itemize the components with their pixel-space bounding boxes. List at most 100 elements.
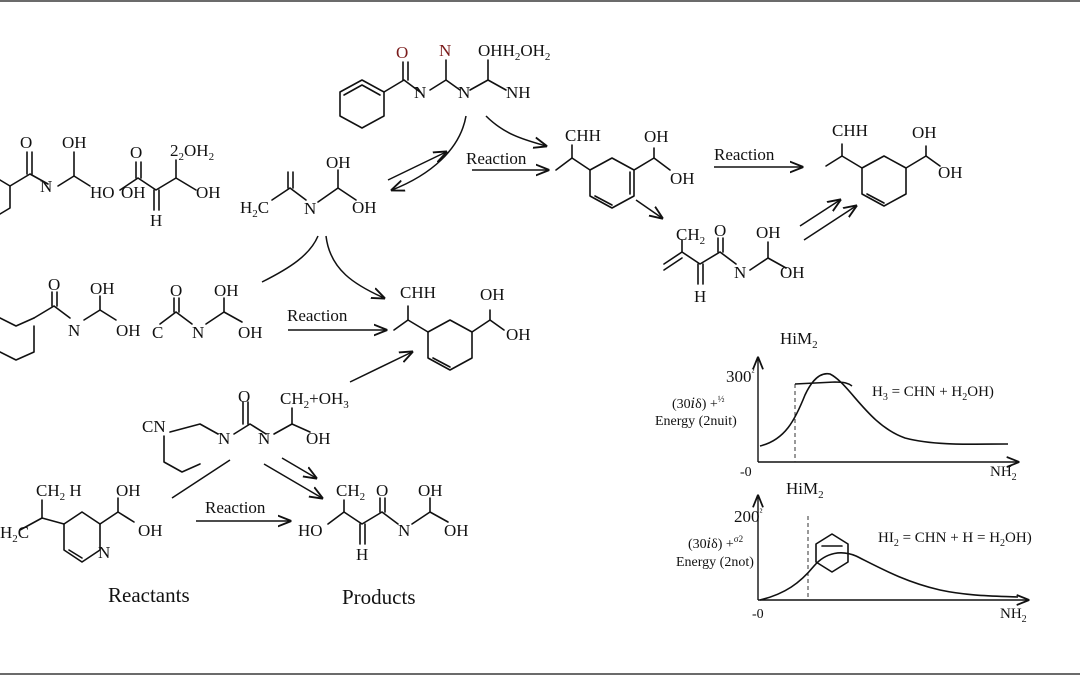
reaction-label: Reaction — [714, 145, 775, 164]
arrow — [392, 115, 467, 190]
products-caption: Products — [342, 585, 416, 609]
energy-plot-1: HiM2 300² (30𝑖δ) +½ Energy (2nuit) -0 NH… — [655, 329, 1018, 483]
atom-label: N — [414, 83, 426, 102]
origin-label: -0 — [752, 607, 764, 622]
atom-label: OH — [506, 325, 531, 344]
atom-label: N — [304, 199, 316, 218]
reaction-label: Reaction — [466, 149, 527, 168]
molecule-right-1b: CHH OH OH — [825, 121, 963, 207]
molecule-row1-left: O N OH HO O OH 22OH2 OH H — [0, 133, 221, 230]
arrow — [263, 463, 322, 498]
equation-label: HI2 = CHN + H = H2OH) — [878, 530, 1032, 549]
atom-label: NH — [506, 83, 531, 102]
arrow — [799, 200, 840, 227]
atom-label: H2C — [240, 198, 269, 220]
atom-label: OH — [90, 279, 115, 298]
atom-label: OH — [670, 169, 695, 188]
molecule-right-1: CHH OH OH — [555, 126, 695, 209]
energy-plot-2: HiM2 200² (30𝑖δ) +σ2 Energy (2not) -0 NH… — [676, 479, 1032, 625]
molecule-center-1: H2C N OH OH — [240, 153, 377, 220]
atom-label: O — [396, 43, 408, 62]
plot-title: HiM2 — [780, 329, 818, 351]
arrow — [485, 115, 546, 146]
atom-label: C — [152, 323, 163, 342]
origin-label: -0 — [740, 465, 752, 480]
atom-label: O — [48, 275, 60, 294]
molecule-center-2: CHH OH OH — [393, 283, 531, 371]
benzene-marker — [815, 533, 849, 573]
top-border — [0, 0, 1080, 2]
atom-label: CN — [142, 417, 166, 436]
equation-label: H3 = CHN + H2OH) — [872, 384, 994, 403]
atom-label: OH — [912, 123, 937, 142]
arrow — [281, 457, 316, 478]
atom-label: OH — [352, 198, 377, 217]
molecule-bottom-center: CH2 O OH HO N OH H — [298, 481, 469, 564]
y-axis-label: Energy (2not) — [676, 555, 754, 570]
molecule-row3: CN N O N CH2+OH3 OH — [142, 387, 349, 473]
y-axis-label: Energy (2nuit) — [655, 414, 737, 429]
atom-label: OH — [121, 183, 146, 202]
x-axis-label: NH2 — [1000, 606, 1027, 625]
arrow — [803, 206, 856, 241]
energy-curve — [759, 372, 1009, 447]
molecule-top-center: O N N N OHH2OH2 NH — [339, 41, 550, 129]
atom-label: N — [458, 83, 470, 102]
atom-label: OH — [238, 323, 263, 342]
y-axis-label: (30𝑖δ) +½ — [672, 394, 725, 412]
atom-label: OH — [780, 263, 805, 282]
atom-label: OH — [480, 285, 505, 304]
arrow — [325, 235, 384, 298]
atom-label: CHH — [832, 121, 868, 140]
arrow — [635, 199, 662, 218]
molecule-row2-left: O OH N OH O OH C N OH — [0, 275, 263, 361]
arrow — [261, 235, 319, 283]
arrow — [349, 352, 412, 383]
energy-curve — [759, 552, 1019, 601]
atom-label: OHH2OH2 — [478, 41, 550, 63]
atom-label: CH2 H — [36, 481, 82, 503]
atom-label: OH — [196, 183, 221, 202]
atom-label: OH — [306, 429, 331, 448]
arrow — [387, 152, 446, 181]
atom-label: N — [40, 177, 52, 196]
atom-label: HO — [90, 183, 115, 202]
atom-label: OH — [326, 153, 351, 172]
atom-label: OH — [116, 481, 141, 500]
atom-label: H — [694, 287, 706, 306]
reactants-caption: Reactants — [108, 583, 190, 607]
molecule-bottom-left: CH2 H OH N OH H2C — [0, 481, 163, 563]
atom-label: CH2+OH3 — [280, 389, 349, 411]
atom-label: N — [398, 521, 410, 540]
arrow — [171, 459, 231, 499]
atom-label: 22OH2 — [170, 141, 214, 163]
x-axis-label: NH2 — [990, 464, 1017, 483]
atom-label: O — [130, 143, 142, 162]
atom-label: N — [734, 263, 746, 282]
atom-label: N — [218, 429, 230, 448]
plateau-line — [794, 381, 853, 387]
atom-label: H — [356, 545, 368, 564]
atom-label: OH — [644, 127, 669, 146]
atom-label: CH2 — [336, 481, 365, 503]
atom-label: CHH — [565, 126, 601, 145]
bottom-border — [0, 673, 1080, 675]
atom-label: O — [714, 221, 726, 240]
atom-label: O — [20, 133, 32, 152]
atom-label: OH — [62, 133, 87, 152]
molecule-mid-right: CH2 O OH N OH H — [663, 221, 805, 306]
atom-label: N — [98, 543, 110, 562]
atom-label: O — [376, 481, 388, 500]
atom-label: N — [68, 321, 80, 340]
atom-label: OH — [756, 223, 781, 242]
atom-label: O — [238, 387, 250, 406]
atom-label: OH — [938, 163, 963, 182]
reaction-label: Reaction — [287, 306, 348, 325]
atom-label: HO — [298, 521, 323, 540]
reaction-arrows — [171, 115, 856, 521]
reaction-label: Reaction — [205, 498, 266, 517]
plot-title: HiM2 — [786, 479, 824, 501]
atom-label: OH — [418, 481, 443, 500]
